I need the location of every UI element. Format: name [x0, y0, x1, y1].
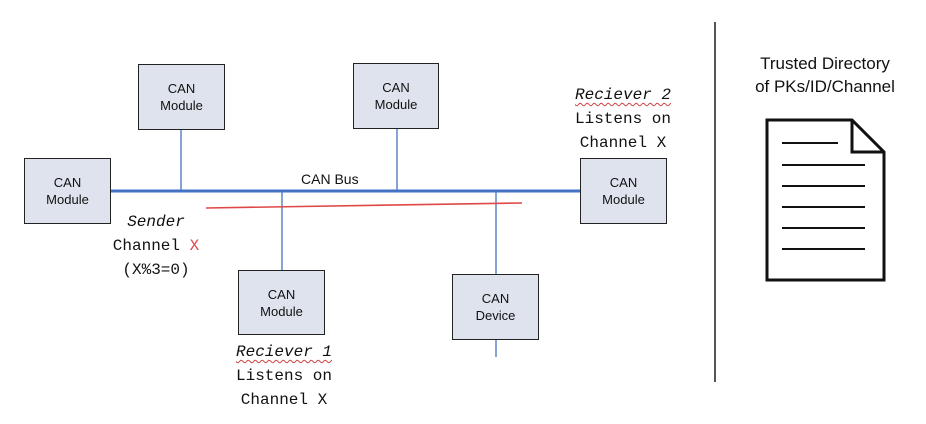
receiver2-annotation: Reciever 2 Listens on Channel X — [551, 83, 695, 155]
module-label-line2: Module — [602, 192, 645, 207]
module-label-line1: CAN — [167, 81, 196, 96]
module-label-line2: Module — [160, 98, 203, 113]
sender-channel-prefix: Channel — [112, 237, 190, 255]
module-label-line2: Module — [260, 303, 303, 319]
device-label-line1: CAN — [481, 291, 510, 306]
receiver2-title: Reciever 2 — [574, 86, 671, 104]
can-device: CAN Device — [452, 274, 539, 340]
device-label-line2: Device — [475, 308, 516, 323]
module-label-line2: Module — [46, 192, 89, 207]
document-icon — [765, 118, 886, 282]
module-label-line1: CAN — [267, 286, 296, 302]
directory-title: Trusted Directory of PKs/ID/Channel — [728, 52, 922, 98]
receiver1-annotation: Reciever 1 Listens on Channel X — [212, 340, 356, 412]
can-module-top-center: CAN Module — [353, 63, 439, 129]
can-bus-label: CAN Bus — [301, 171, 359, 187]
sender-title: Sender — [127, 213, 185, 231]
module-label-line1: CAN — [382, 80, 410, 95]
directory-title-line2: of PKs/ID/Channel — [755, 77, 895, 96]
module-label-line1: CAN — [609, 175, 638, 190]
can-module-bottom-left: CAN Module — [238, 270, 325, 335]
module-label-line2: Module — [374, 97, 418, 112]
receiver1-title: Reciever 1 — [235, 343, 332, 361]
sender-channel: Channel X — [94, 234, 218, 258]
can-module-top-left: CAN Module — [138, 64, 225, 130]
signal-line — [205, 202, 523, 209]
directory-title-line1: Trusted Directory — [760, 54, 890, 73]
sender-condition: (X%3=0) — [122, 261, 190, 279]
can-module-left: CAN Module — [24, 158, 111, 224]
sender-annotation: Sender Channel X (X%3=0) — [94, 210, 218, 282]
receiver2-listens: Listens on — [574, 110, 671, 128]
receiver1-listens: Listens on — [235, 367, 332, 385]
receiver1-channel: Channel X — [240, 391, 328, 409]
can-module-right: CAN Module — [580, 158, 667, 224]
sender-channel-var: X — [189, 237, 200, 255]
receiver2-channel: Channel X — [579, 134, 667, 152]
module-label-line1: CAN — [53, 175, 82, 190]
